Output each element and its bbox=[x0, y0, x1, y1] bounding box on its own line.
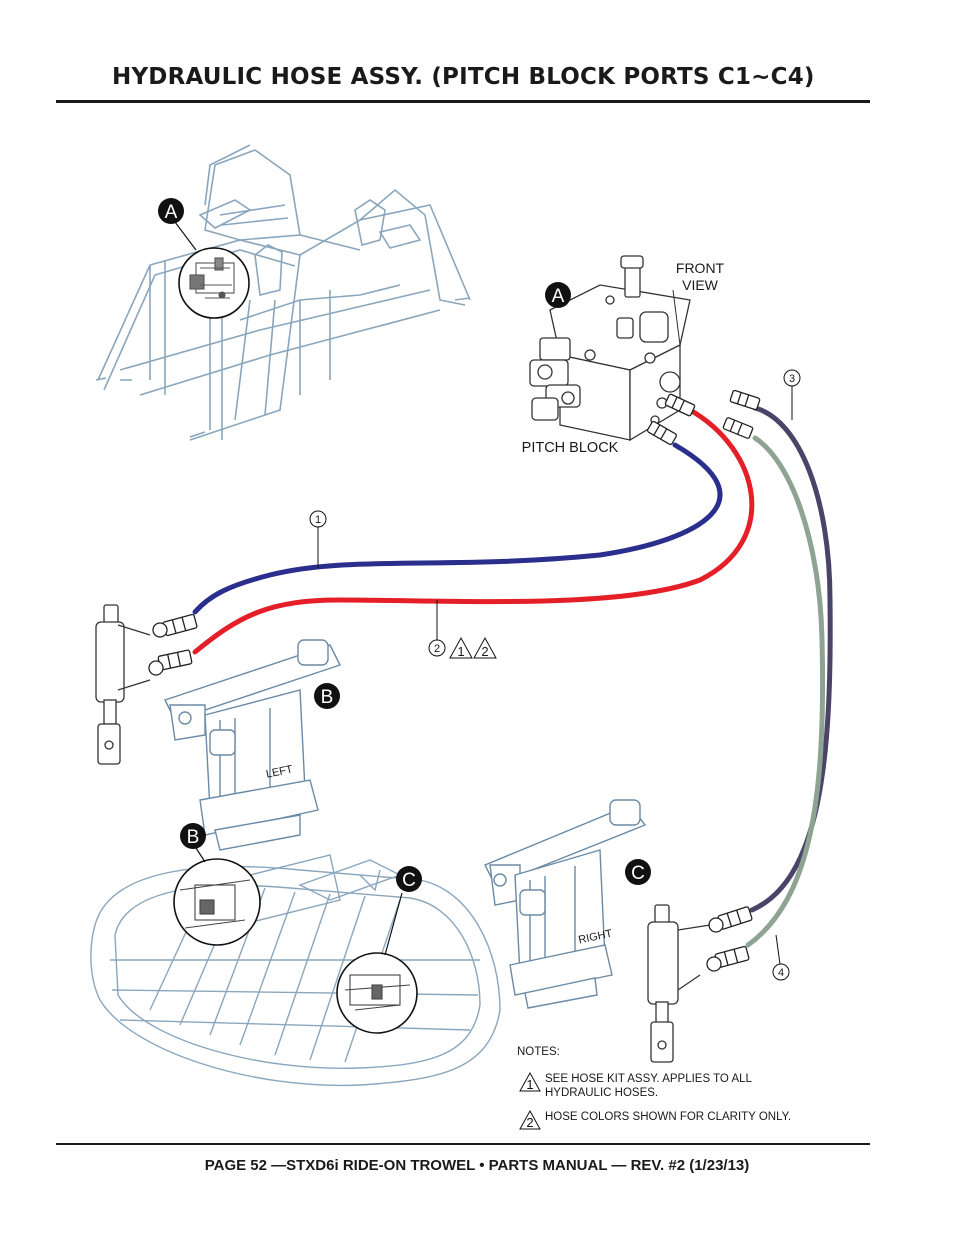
valve-detail-small bbox=[189, 257, 235, 299]
hose-fittings bbox=[148, 389, 761, 972]
page-footer: PAGE 52 —STXD6i RIDE-ON TROWEL • PARTS M… bbox=[204, 1157, 750, 1174]
callout-c-right bbox=[625, 859, 651, 885]
callout-c-trowel bbox=[396, 866, 422, 892]
right-housing-illustration bbox=[484, 799, 647, 1009]
item-2-note-ref-1: 1 bbox=[457, 644, 464, 659]
item-4-number: 4 bbox=[778, 967, 784, 979]
callout-c-trowel-letter: C bbox=[402, 870, 416, 891]
item-callouts: 1 2 1 2 3 4 bbox=[309, 369, 801, 981]
item-2-note-ref-2: 2 bbox=[481, 644, 488, 659]
left-housing-illustration bbox=[164, 639, 341, 851]
left-housing-label: LEFT bbox=[265, 763, 294, 780]
hose-2 bbox=[192, 407, 755, 655]
svg-text:2: 2 bbox=[526, 1115, 533, 1130]
machine-frame-illustration bbox=[95, 144, 471, 441]
hose-1 bbox=[192, 442, 723, 615]
hose-4 bbox=[745, 435, 826, 948]
note-2-text: HOSE COLORS SHOWN FOR CLARITY ONLY. bbox=[545, 1111, 792, 1123]
note-2-marker: 2 bbox=[519, 1110, 541, 1130]
note-1-line1: SEE HOSE KIT ASSY. APPLIES TO ALL bbox=[545, 1073, 752, 1085]
trowel-detail-c bbox=[344, 974, 411, 1011]
hose-3 bbox=[749, 405, 833, 913]
callout-a-frame bbox=[158, 198, 184, 224]
left-cylinder-illustration bbox=[95, 604, 151, 765]
trowel-detail-b bbox=[179, 879, 251, 929]
callout-c-right-letter: C bbox=[631, 863, 645, 884]
callout-b-left-letter: B bbox=[321, 687, 334, 708]
callout-b-trowel-letter: B bbox=[187, 827, 200, 848]
footer-rule bbox=[56, 1143, 870, 1145]
item-2-number: 2 bbox=[434, 643, 440, 655]
trowel-illustration bbox=[90, 854, 501, 1087]
note-1-line2: HYDRAULIC HOSES. bbox=[545, 1087, 659, 1099]
svg-text:1: 1 bbox=[526, 1077, 533, 1092]
callout-b-left bbox=[314, 683, 340, 709]
right-cylinder-illustration bbox=[647, 904, 711, 1063]
callout-a-block-letter: A bbox=[552, 286, 565, 307]
note-2: 2 HOSE COLORS SHOWN FOR CLARITY ONLY. bbox=[519, 1110, 791, 1130]
detail-circle-b bbox=[173, 858, 261, 946]
pitch-block-illustration bbox=[529, 255, 691, 442]
note-1: 1 SEE HOSE KIT ASSY. APPLIES TO ALL HYDRA… bbox=[519, 1072, 752, 1100]
hoses bbox=[192, 405, 833, 948]
item-1-number: 1 bbox=[315, 514, 321, 526]
header-rule bbox=[56, 100, 870, 103]
item-3-number: 3 bbox=[789, 373, 795, 385]
pitch-block-label: PITCH BLOCK bbox=[522, 440, 619, 456]
page-title: HYDRAULIC HOSE ASSY. (PITCH BLOCK PORTS … bbox=[112, 64, 815, 90]
note-1-marker: 1 bbox=[519, 1072, 541, 1092]
notes-heading: NOTES: bbox=[517, 1046, 560, 1058]
front-view-label-line2: VIEW bbox=[682, 277, 719, 293]
callout-a-frame-letter: A bbox=[165, 202, 178, 223]
callout-a-block bbox=[545, 282, 571, 308]
front-view-label-line1: FRONT bbox=[676, 260, 725, 276]
callout-b-trowel bbox=[180, 823, 206, 849]
